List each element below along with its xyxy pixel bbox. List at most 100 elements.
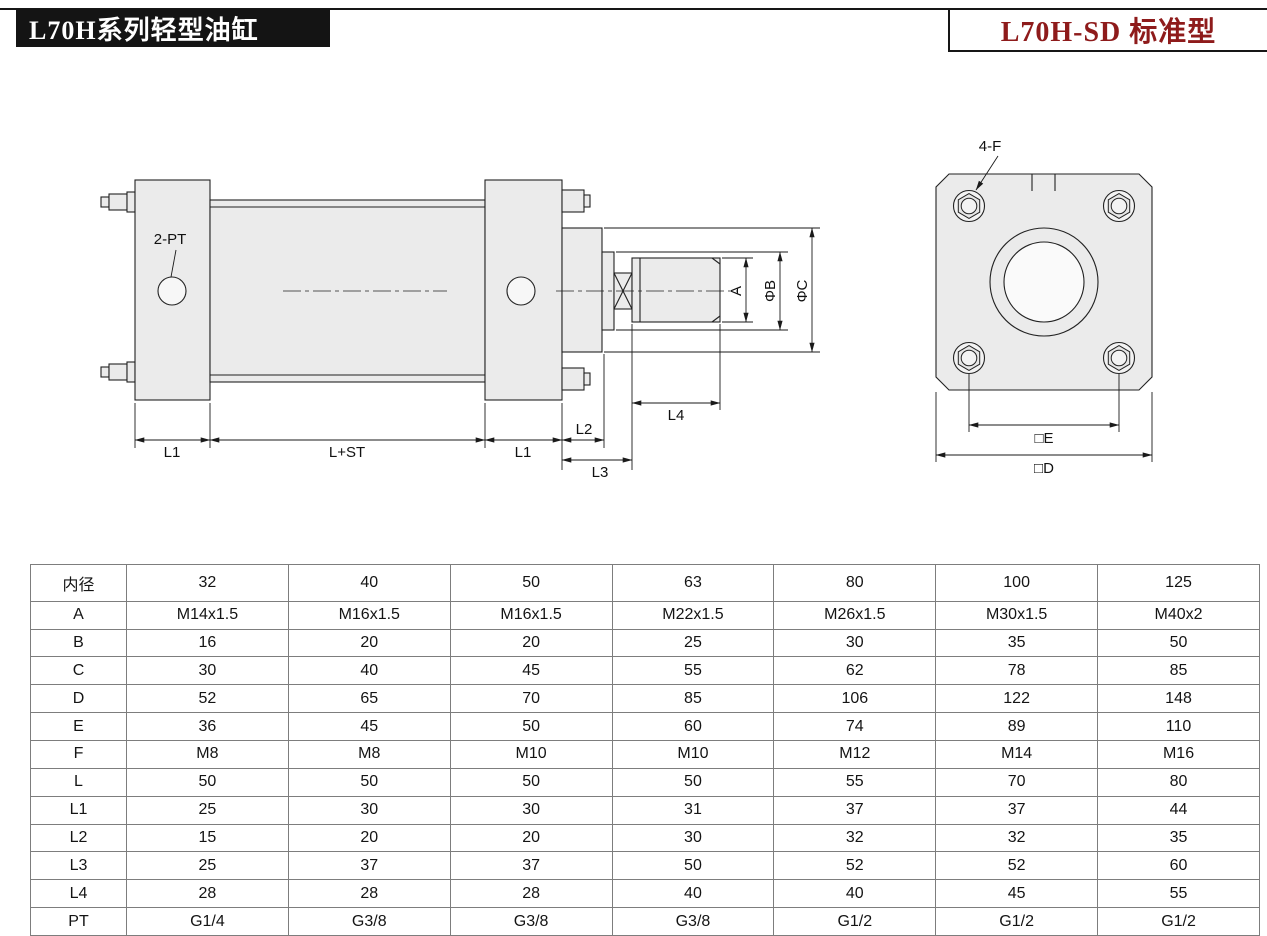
row-label: L2 — [30, 823, 127, 853]
dim-label-d: □D — [1034, 460, 1054, 477]
table-cell: 25 — [126, 795, 289, 825]
table-cell: 110 — [1097, 712, 1260, 741]
series-title-box: L70H系列轻型油缸 — [16, 9, 330, 47]
table-cell: 50 — [449, 712, 613, 741]
technical-drawing: 2-PT L1 L+ST L1 L2 L3 L4 A ΦB ΦC — [100, 138, 1153, 481]
dim-label-l3: L3 — [592, 464, 609, 481]
table-cell: 70 — [935, 767, 1099, 797]
table-cell: 52 — [126, 684, 289, 714]
piston-rod-thread — [631, 257, 721, 323]
side-view-dimensions — [134, 227, 820, 470]
table-cell: 52 — [773, 851, 937, 881]
table-cell: M30x1.5 — [935, 600, 1099, 630]
table-cell: 74 — [773, 712, 937, 741]
table-cell: 30 — [611, 823, 775, 853]
row-label: D — [30, 684, 127, 714]
table-cell: 20 — [449, 823, 613, 853]
dim-label-phi-c: ΦC — [794, 279, 811, 302]
table-cell: 55 — [1097, 879, 1260, 909]
table-cell: 63 — [611, 564, 775, 602]
table-cell: 36 — [126, 712, 289, 741]
row-label: L1 — [30, 795, 127, 825]
table-cell: M40x2 — [1097, 600, 1260, 630]
tie-rod-nut-bottom-right — [561, 367, 591, 391]
dim-label-l2: L2 — [576, 421, 593, 438]
table-cell: G1/2 — [935, 907, 1099, 936]
table-cell: 40 — [287, 656, 451, 686]
table-cell: 20 — [287, 823, 451, 853]
model-divider-vertical — [948, 8, 950, 52]
table-cell: 28 — [449, 879, 613, 909]
tie-rod-bolt-bottom-left — [100, 361, 136, 383]
table-cell: M16x1.5 — [449, 600, 613, 630]
front-view-dimensions — [935, 155, 1153, 462]
table-cell: 50 — [611, 851, 775, 881]
table-cell: 52 — [935, 851, 1099, 881]
table-cell: 85 — [611, 684, 775, 714]
table-cell: 31 — [611, 795, 775, 825]
table-cell: 15 — [126, 823, 289, 853]
table-cell: 62 — [773, 656, 937, 686]
table-cell: 106 — [773, 684, 937, 714]
table-cell: 100 — [935, 564, 1099, 602]
table-cell: 30 — [287, 795, 451, 825]
table-cell: 37 — [773, 795, 937, 825]
top-rule — [0, 8, 1267, 10]
table-cell: M16x1.5 — [287, 600, 451, 630]
table-cell: 28 — [126, 879, 289, 909]
table-cell: M26x1.5 — [773, 600, 937, 630]
row-label: A — [30, 600, 127, 630]
table-cell: 20 — [287, 628, 451, 658]
table-cell: 25 — [126, 851, 289, 881]
table-cell: 60 — [1097, 851, 1260, 881]
tie-rod-bolt-top-left — [100, 191, 136, 213]
table-cell: 20 — [449, 628, 613, 658]
table-cell: M12 — [773, 739, 937, 769]
table-cell: 55 — [773, 767, 937, 797]
dim-label-l-st: L+ST — [329, 444, 365, 461]
row-label: L4 — [30, 879, 127, 909]
bore-circle — [1003, 241, 1085, 323]
table-cell: 85 — [1097, 656, 1260, 686]
table-cell: 80 — [773, 564, 937, 602]
side-view-labels: 2-PT L1 L+ST L1 L2 L3 L4 A ΦB ΦC — [154, 231, 811, 481]
table-cell: 37 — [287, 851, 451, 881]
table-cell: 32 — [935, 823, 1099, 853]
mounting-bolt-bottom-left — [952, 341, 986, 375]
port-callout-label: 2-PT — [154, 231, 187, 248]
table-cell: 44 — [1097, 795, 1260, 825]
dim-label-l4: L4 — [668, 407, 685, 424]
table-cell: 60 — [611, 712, 775, 741]
cylinder-front-view — [935, 173, 1153, 391]
table-cell: M10 — [611, 739, 775, 769]
table-cell: 30 — [126, 656, 289, 686]
bolt-callout-label: 4-F — [979, 138, 1002, 155]
table-cell: G1/2 — [773, 907, 937, 936]
table-cell: G1/2 — [1097, 907, 1260, 936]
row-label: E — [30, 712, 127, 741]
table-cell: 50 — [126, 767, 289, 797]
table-cell: 32 — [126, 564, 289, 602]
table-cell: 16 — [126, 628, 289, 658]
table-cell: 30 — [449, 795, 613, 825]
port-right — [506, 276, 536, 306]
table-cell: G3/8 — [449, 907, 613, 936]
table-cell: 45 — [935, 879, 1099, 909]
table-cell: 37 — [449, 851, 613, 881]
pilot-circle — [989, 227, 1099, 337]
row-label: L — [30, 767, 127, 797]
table-cell: 25 — [611, 628, 775, 658]
